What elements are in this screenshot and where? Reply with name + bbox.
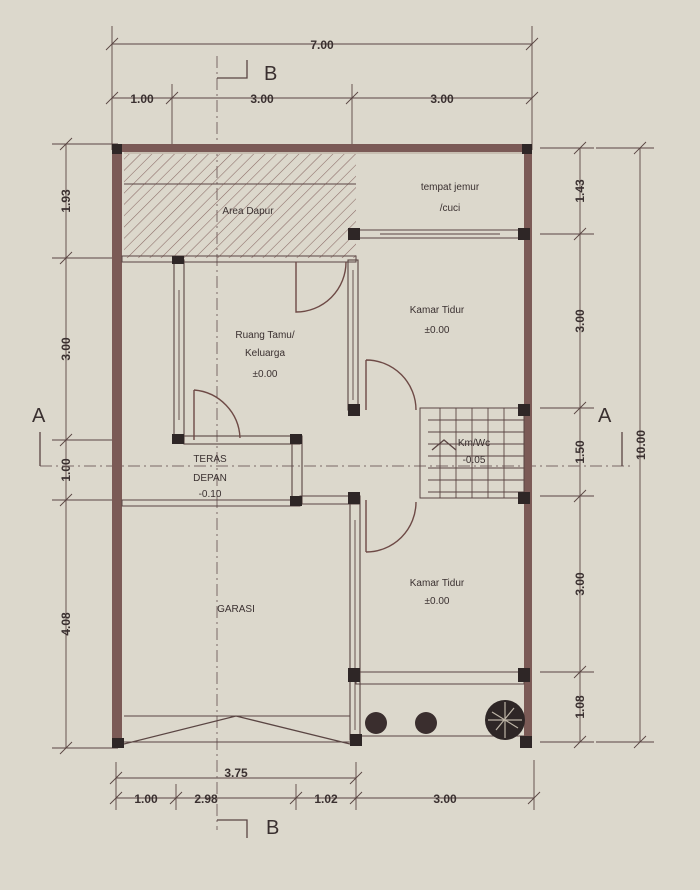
label-tempat-jemur: tempat jemur — [421, 182, 480, 193]
column — [522, 144, 532, 154]
label-area-dapur: Area Dapur — [222, 206, 274, 217]
room-labels: Area Dapur tempat jemur /cuci Ruang Tamu… — [193, 182, 490, 615]
label-teras-level: -0.10 — [199, 489, 222, 500]
door-kamar-2 — [365, 500, 417, 553]
kitchen-hatch — [124, 154, 356, 258]
east-wall — [524, 144, 532, 748]
label-ruang-tamu: Ruang Tamu/ — [235, 330, 295, 341]
column — [290, 496, 302, 506]
column — [290, 434, 302, 444]
dim-bottom-2b: 2.98 — [194, 792, 218, 806]
column — [348, 668, 360, 682]
column — [348, 492, 360, 504]
dim-right-4: 3.00 — [573, 572, 587, 596]
label-kamar-1-level: ±0.00 — [425, 325, 450, 336]
top-dimensions: 7.00 1.00 3.00 3.00 — [105, 26, 539, 150]
column — [350, 734, 362, 746]
dim-left-4: 4.08 — [59, 612, 73, 636]
column — [520, 736, 532, 748]
plant-icon — [365, 712, 387, 734]
column — [518, 404, 530, 416]
column — [348, 404, 360, 416]
label-teras: TERAS — [193, 454, 227, 465]
dim-bottom-2c: 1.02 — [314, 792, 338, 806]
label-cuci: /cuci — [440, 203, 461, 214]
west-wall — [112, 144, 122, 748]
label-garasi: GARASI — [217, 604, 255, 615]
label-keluarga: Keluarga — [245, 348, 285, 359]
door-kamar-1 — [365, 359, 417, 411]
section-marker-a-left: A — [32, 405, 46, 427]
dim-top-seg-1: 1.00 — [130, 92, 154, 106]
dim-top-seg-3: 3.00 — [430, 92, 454, 106]
dim-right-total: 10.00 — [634, 430, 648, 460]
north-wall — [112, 144, 532, 152]
door-teras — [193, 389, 241, 440]
dim-top-seg-2: 3.00 — [250, 92, 274, 106]
dim-bottom-2a: 1.00 — [134, 792, 158, 806]
column — [518, 228, 530, 240]
column — [518, 492, 530, 504]
dim-right-1: 1.43 — [573, 179, 587, 203]
dim-right-5: 1.08 — [573, 695, 587, 719]
section-marker-a-right: A — [598, 405, 612, 427]
label-depan: DEPAN — [193, 473, 227, 484]
column — [112, 738, 124, 748]
label-kamar-tidur-1: Kamar Tidur — [410, 305, 465, 316]
tree-icon — [485, 700, 525, 740]
stair-treads — [428, 408, 524, 498]
door-kitchen — [295, 261, 347, 313]
dim-left-2: 3.00 — [59, 337, 73, 361]
dim-bottom-2d: 3.00 — [433, 792, 457, 806]
column — [112, 144, 122, 154]
right-dimensions: 1.43 3.00 1.50 3.00 1.08 10.00 — [540, 141, 654, 749]
column — [172, 256, 184, 264]
column — [172, 434, 184, 444]
bottom-dimensions: 3.75 1.00 2.98 1.02 3.00 — [109, 760, 541, 810]
label-kamar-2-level: ±0.00 — [425, 596, 450, 607]
building — [112, 144, 532, 748]
dim-right-2: 3.00 — [573, 309, 587, 333]
dim-left-3: 1.00 — [59, 458, 73, 482]
plant-icon — [415, 712, 437, 734]
column — [518, 668, 530, 682]
label-kamar-tidur-2: Kamar Tidur — [410, 578, 465, 589]
column — [348, 228, 360, 240]
dim-left-1: 1.93 — [59, 189, 73, 213]
section-marker-b-bottom: B — [266, 817, 279, 839]
dim-right-3: 1.50 — [573, 440, 587, 464]
dim-bottom-1: 3.75 — [224, 766, 248, 780]
left-dimensions: 1.93 3.00 1.00 4.08 — [52, 137, 118, 755]
dim-top-total: 7.00 — [310, 38, 334, 52]
section-marker-b-top: B — [264, 63, 277, 85]
label-tamu-level: ±0.00 — [253, 369, 278, 380]
label-km-wc: Km/Wc — [458, 438, 490, 449]
label-km-wc-level: -0.05 — [463, 455, 486, 466]
